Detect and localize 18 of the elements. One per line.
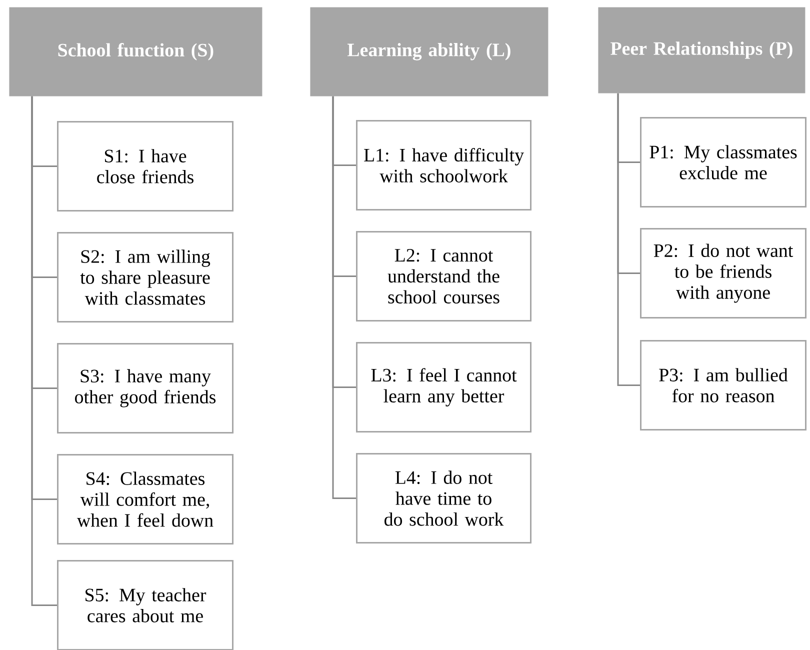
- item-box: P1: My classmates exclude me: [640, 117, 806, 208]
- item-box: L2: I cannot understand the school courses: [356, 231, 532, 322]
- item-box: P3: I am bullied for no reason: [640, 340, 806, 430]
- connector: [617, 93, 640, 386]
- item-box: S3: I have many other good friends: [57, 343, 234, 434]
- item-box: L1: I have difficulty with schoolwork: [356, 120, 532, 210]
- item-box: P2: I do not want to be friends with anyone: [640, 228, 806, 318]
- item-box: L4: I do not have time to do school work: [356, 453, 532, 544]
- item-box: S5: My teacher cares about me: [57, 560, 234, 650]
- item-box: S4: Classmates will comfort me, when I feel down: [57, 454, 234, 544]
- connector: [332, 96, 356, 499]
- item-box: L3: I feel I cannot learn any better: [356, 342, 532, 432]
- item-box: S1: I have close friends: [57, 121, 234, 212]
- connector: [31, 96, 57, 606]
- category-header: School function (S): [9, 7, 262, 96]
- category-header: Learning ability (L): [310, 7, 548, 96]
- category-header: Peer Relationships (P): [598, 7, 806, 94]
- item-box: S2: I am willing to share pleasure with classmates: [57, 232, 234, 322]
